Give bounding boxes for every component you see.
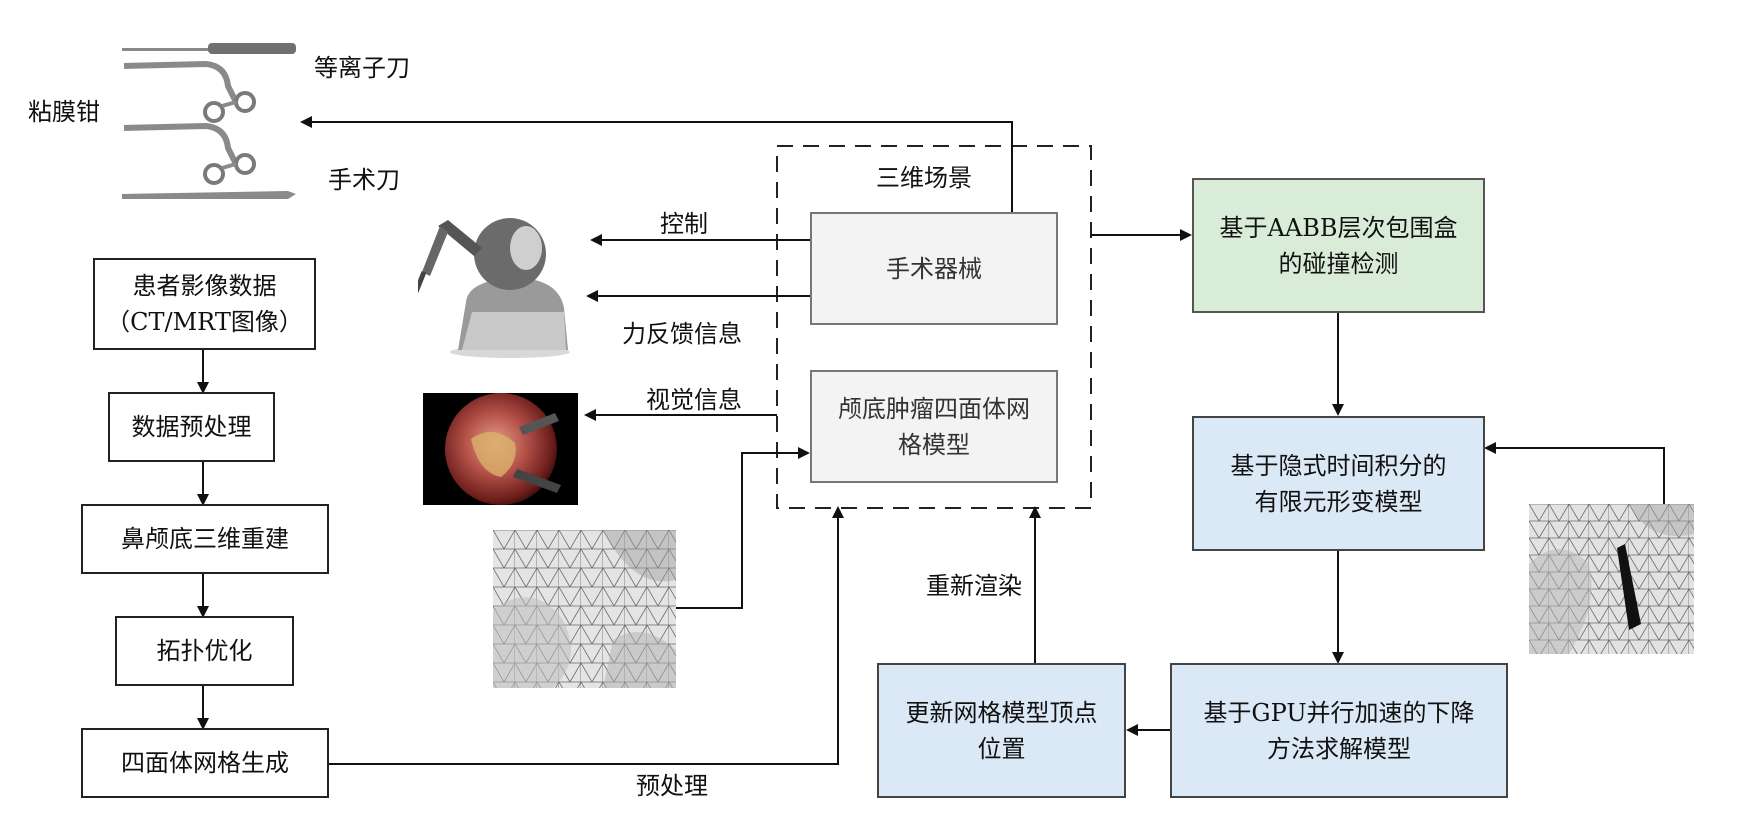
endoscope-view-image	[423, 393, 578, 505]
box-fem-model-label: 基于隐式时间积分的 有限元形变模型	[1230, 451, 1447, 516]
label-preprocessing: 预处理	[636, 772, 708, 800]
label-rerender: 重新渲染	[926, 572, 1022, 600]
deformed-mesh-image	[1529, 504, 1694, 654]
label-forceps: 粘膜钳	[28, 98, 100, 126]
box-reconstruction: 鼻颅底三维重建	[81, 504, 329, 574]
label-force-feedback: 力反馈信息	[622, 320, 742, 348]
scene-title: 三维场景	[876, 164, 972, 192]
label-plasma-knife: 等离子刀	[314, 54, 410, 82]
box-collision-detection-label: 基于AABB层次包围盒 的碰撞检测	[1219, 213, 1458, 278]
box-surgical-instrument: 手术器械	[810, 212, 1058, 325]
box-tumor-model-label: 颅底肿瘤四面体网 格模型	[838, 394, 1030, 459]
label-control: 控制	[660, 210, 708, 238]
box-data-preprocess: 数据预处理	[108, 392, 275, 462]
box-mesh-generation-label: 四面体网格生成	[121, 749, 289, 777]
label-scalpel: 手术刀	[328, 166, 400, 194]
box-data-preprocess-label: 数据预处理	[131, 413, 252, 441]
box-gpu-solver-label: 基于GPU并行加速的下降 方法求解模型	[1203, 698, 1475, 763]
arrow-rightimg-to-fem	[1484, 442, 1665, 513]
arrow-instrument-to-tools	[300, 116, 1013, 212]
haptic-device-image	[418, 218, 570, 358]
surgical-tools-illustration	[122, 43, 296, 199]
box-update-vertices-label: 更新网格模型顶点 位置	[905, 698, 1098, 763]
box-patient-data: 患者影像数据 （CT/MRT图像）	[93, 258, 316, 350]
box-update-vertices: 更新网格模型顶点 位置	[877, 663, 1126, 798]
tetra-mesh-image	[493, 530, 676, 688]
box-topology: 拓扑优化	[115, 616, 294, 686]
box-surgical-instrument-label: 手术器械	[886, 254, 982, 283]
arrow-meshimg-to-tumor	[676, 447, 810, 609]
box-tumor-model: 颅底肿瘤四面体网 格模型	[810, 370, 1058, 483]
box-reconstruction-label: 鼻颅底三维重建	[121, 525, 289, 553]
box-patient-data-label: 患者影像数据 （CT/MRT图像）	[106, 272, 303, 336]
box-gpu-solver: 基于GPU并行加速的下降 方法求解模型	[1170, 663, 1508, 798]
box-fem-model: 基于隐式时间积分的 有限元形变模型	[1192, 416, 1485, 551]
arrow-mesh-to-scene	[328, 506, 844, 765]
box-topology-label: 拓扑优化	[156, 637, 253, 665]
scene-boundary	[776, 145, 1092, 509]
label-visual-info: 视觉信息	[646, 386, 742, 414]
box-collision-detection: 基于AABB层次包围盒 的碰撞检测	[1192, 178, 1485, 313]
box-mesh-generation: 四面体网格生成	[81, 728, 329, 798]
